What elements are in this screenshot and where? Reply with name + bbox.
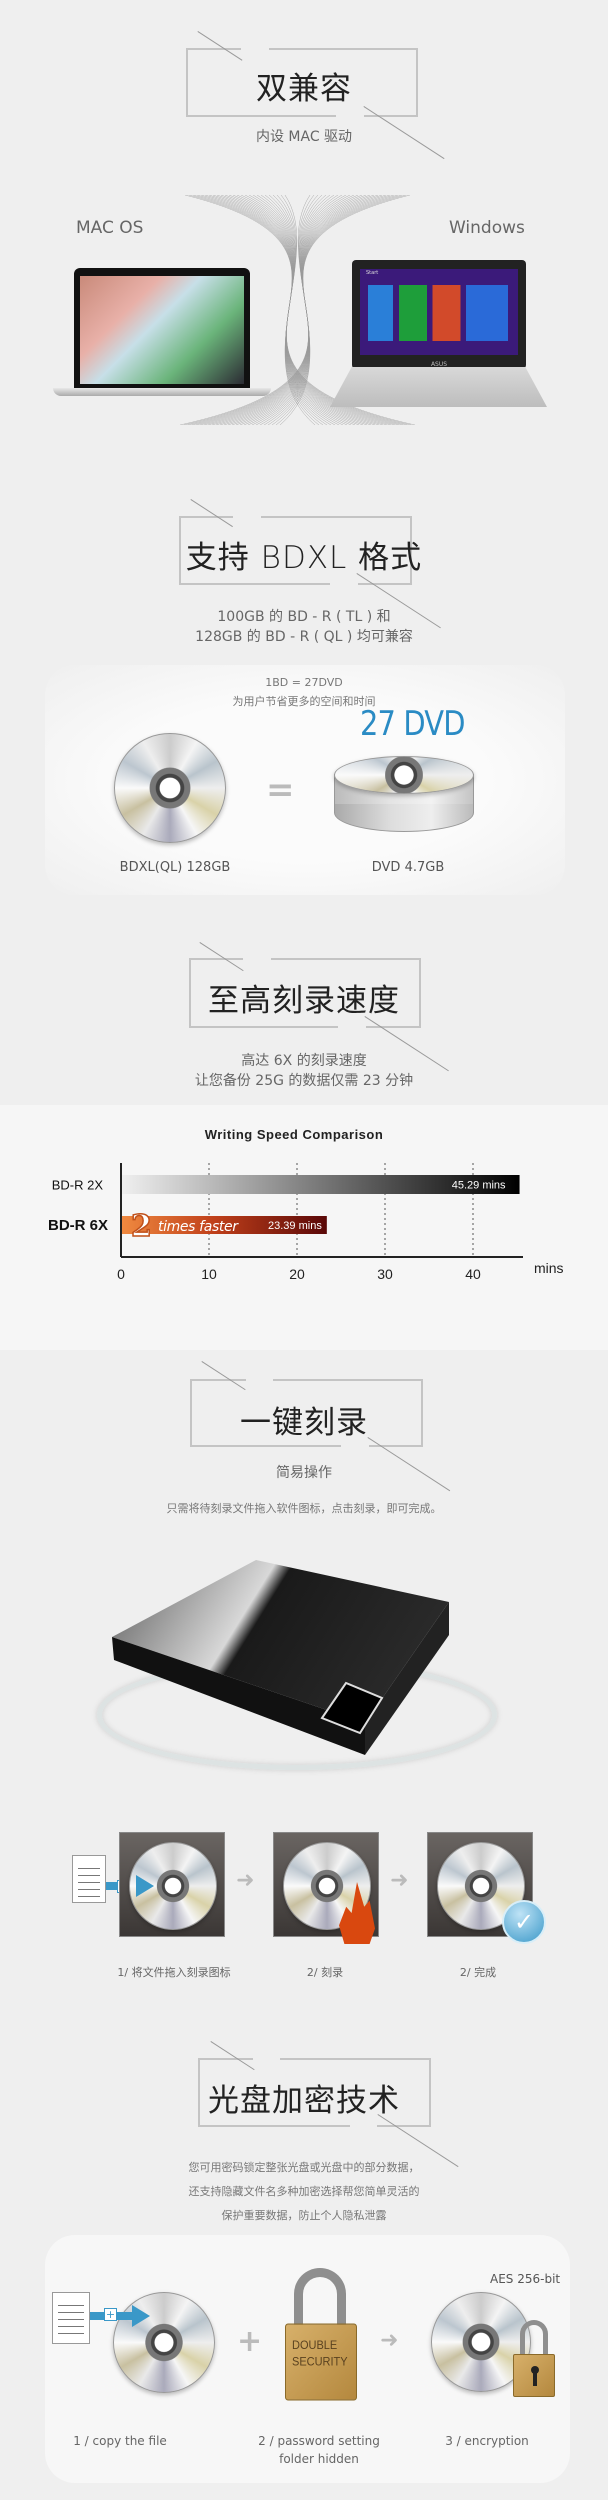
frame-gap	[336, 115, 364, 119]
bdxl-capacity-label: BDXL(QL) 128GB	[119, 860, 231, 875]
section-title-encrypt: 光盘加密技术	[208, 2083, 400, 2119]
frame-gap	[241, 46, 269, 50]
encrypt-step-1: 1 / copy the file	[73, 2434, 167, 2448]
x-tick-label: 0	[117, 1266, 125, 1282]
section-title-frame	[179, 516, 412, 585]
aes-label: AES 256-bit	[490, 2272, 561, 2286]
x-axis-label: mins	[534, 1260, 564, 1276]
arrow-right-icon: ➜	[236, 1868, 255, 1893]
spiro-line	[279, 195, 316, 425]
spiro-line	[259, 195, 336, 425]
plus-sign: +	[237, 2324, 263, 2359]
section-title-compat: 双兼容	[256, 71, 352, 107]
step-done-disc	[427, 1832, 533, 1937]
oneclick-subtitle: 简易操作	[276, 1465, 332, 1481]
encrypt-line-2: 还支持隐藏文件名多种加密选择帮您简单灵活的	[188, 2185, 420, 2198]
copy-arrow-icon	[132, 2305, 150, 2327]
dvd-capacity-label: DVD 4.7GB	[371, 860, 445, 875]
section-title-speed: 至高刻录速度	[208, 983, 400, 1019]
asus-logo: ASUS	[430, 361, 448, 368]
step-label: 2/ 完成	[459, 1966, 497, 1979]
section-title-frame	[189, 958, 421, 1028]
dvd-stack-icon	[334, 756, 474, 832]
win-start-text: Start	[366, 270, 379, 276]
encrypt-step-3: 3 / encryption	[445, 2434, 529, 2448]
27-dvd-label: 27 DVD	[360, 704, 465, 744]
padlock-icon: DOUBLE SECURITY	[285, 2268, 357, 2401]
bdxl-save-text: 为用户节省更多的空间和时间	[232, 695, 376, 708]
encrypt-line-1: 您可用密码锁定整张光盘或光盘中的部分数据，	[188, 2161, 420, 2174]
section-title-bdxl: 支持 BDXL 格式	[185, 540, 423, 576]
bar-bd-r-2x	[121, 1175, 520, 1194]
section-subtitle-compat: 内设 MAC 驱动	[255, 129, 353, 145]
bar-bd-r-6x	[121, 1216, 327, 1234]
encrypt-step-2-sub: folder hidden	[279, 2452, 359, 2466]
x-tick-label: 30	[377, 1266, 393, 1282]
macbook-image	[53, 268, 271, 398]
speed-line-1: 高达 6X 的刻录速度	[241, 1053, 367, 1069]
section-title-frame	[190, 1379, 423, 1447]
section-title-frame	[198, 2058, 431, 2127]
badge-number: 2	[131, 1209, 152, 1244]
oneclick-description: 只需将待刻录文件拖入软件图标，点击刻录，即可完成。	[166, 1502, 442, 1515]
lock-text-double: DOUBLE	[292, 2338, 338, 2353]
speed-line-2: 让您备份 25G 的数据仅需 23 分钟	[194, 1073, 414, 1089]
step-label: 2/ 刻录	[306, 1966, 344, 1979]
chart-title: Writing Speed Comparison	[204, 1127, 384, 1142]
category-label: BD-R 6X	[48, 1217, 108, 1234]
value-label: 45.29 mins	[452, 1180, 506, 1192]
bd-dvd-equation: 1BD = 27DVD	[265, 676, 343, 689]
spirograph-decoration	[179, 195, 416, 425]
checkmark-icon: ✓	[502, 1900, 546, 1944]
small-padlock-icon	[513, 2320, 555, 2398]
arrow-right-icon: ➜	[390, 1868, 409, 1893]
plus-icon: +	[104, 2308, 117, 2321]
chart: Writing Speed Comparison 0 10 20 30 40 BD-R 2…	[0, 1120, 608, 1290]
arrow-right-icon: ➜	[380, 2328, 399, 2353]
step-drag-disc	[119, 1832, 225, 1937]
encrypt-line-3: 保护重要数据，防止个人隐私泄露	[221, 2209, 387, 2222]
value-label: 23.39 mins	[268, 1220, 322, 1232]
category-label: BD-R 2X	[52, 1178, 104, 1193]
encrypt-step-2: 2 / password setting	[258, 2434, 380, 2448]
step-label: 1/ 将文件拖入刻录图标	[117, 1966, 231, 1979]
x-tick-label: 40	[465, 1266, 481, 1282]
bdxl-disc-icon	[114, 733, 226, 843]
x-tick-label: 20	[289, 1266, 305, 1282]
section-title-oneclick: 一键刻录	[240, 1405, 368, 1441]
badge-text: times faster	[158, 1219, 239, 1235]
spiro-line	[263, 195, 332, 425]
x-tick-label: 10	[201, 1266, 217, 1282]
blu-ray-drive-image	[112, 1560, 449, 1755]
bdxl-line-1: 100GB 的 BD - R ( TL ) 和	[217, 609, 391, 625]
file-icon	[72, 1855, 106, 1903]
windows-laptop-image: Start ASUS	[330, 260, 547, 408]
disc-icon	[113, 2292, 215, 2393]
windows-label: Windows	[449, 218, 525, 238]
section-title-frame	[186, 48, 418, 117]
file-icon	[52, 2292, 90, 2344]
mac-os-label: MAC OS	[76, 218, 144, 238]
bdxl-line-2: 128GB 的 BD - R ( QL ) 均可兼容	[195, 629, 413, 645]
equals-sign: =	[266, 770, 295, 810]
lock-text-security: SECURITY	[292, 2355, 348, 2369]
